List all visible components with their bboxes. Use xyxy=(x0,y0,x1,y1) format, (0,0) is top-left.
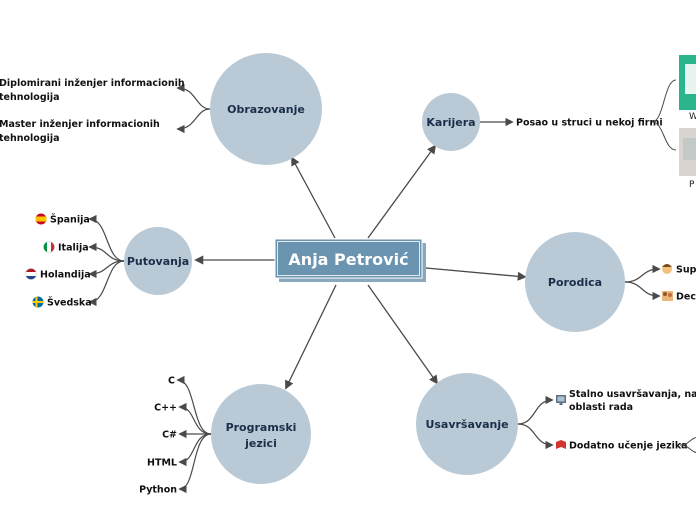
programski-jezici-label-line2: jezici xyxy=(244,437,277,450)
karijera-label: Karijera xyxy=(426,116,475,129)
karijera-sub-label-1: W xyxy=(689,112,696,122)
porodica-bubble[interactable] xyxy=(525,232,625,332)
programski-jezici-item-cpp: C++ xyxy=(154,403,177,414)
obrazovanje-item-2-text-line2: tehnologija xyxy=(0,133,60,144)
sweden-flag-icon xyxy=(32,296,44,308)
usavrsavanje-sub-branches xyxy=(679,437,696,453)
programski-jezici-item-html: HTML xyxy=(147,458,177,469)
karijera-sub-image-2-inner xyxy=(683,138,696,160)
obrazovanje-item-2-text: Master inženjer informacionih xyxy=(0,119,160,130)
karijera-item: Posao u struci u nekoj firmi xyxy=(516,118,663,129)
usavrsavanje-item-2: Dodatno učenje jezika xyxy=(569,441,688,452)
usavrsavanje-bubble[interactable] xyxy=(416,373,518,475)
putovanja-label: Putovanja xyxy=(127,255,189,268)
connector-obrazovanje xyxy=(291,156,336,239)
usavrsavanje-label: Usavršavanje xyxy=(425,418,508,431)
programski-jezici-item-python: Python xyxy=(139,485,177,496)
porodica-branches xyxy=(624,264,661,301)
obrazovanje-label: Obrazovanje xyxy=(227,103,305,116)
obrazovanje-item-1: Diplomirani inženjer informacionih tehno… xyxy=(0,78,188,103)
center-box[interactable] xyxy=(274,238,423,279)
porodica-item-2: Dec xyxy=(676,292,696,303)
obrazovanje-item-1-text-line2: tehnologija xyxy=(0,92,60,103)
obrazovanje-branches xyxy=(176,83,211,134)
programski-jezici-label-line1: Programski xyxy=(226,421,297,434)
karijera-sub-label-2: P xyxy=(689,180,695,190)
connector-programski-jezici xyxy=(285,284,337,390)
porodica-item-1: Sup xyxy=(676,265,696,276)
programski-jezici-branches xyxy=(176,375,212,494)
obrazovanje-branch-1 xyxy=(176,83,211,110)
usavrsavanje-item-1-line1: Stalno usavršavanja, najp xyxy=(569,389,696,400)
usavrsavanje-item-1-line2: oblasti rada xyxy=(569,402,633,413)
italy-flag-icon xyxy=(43,241,55,253)
book-icon xyxy=(556,440,566,449)
putovanja-item-spanija: Španija xyxy=(50,214,90,226)
netherlands-flag-icon xyxy=(25,268,37,280)
putovanja-item-holandija: Holandija xyxy=(40,270,91,281)
putovanja-item-italija: Italija xyxy=(58,243,89,254)
connector-karijera xyxy=(367,144,437,239)
obrazovanje-item-2: Master inženjer informacionih tehnologij… xyxy=(0,119,163,144)
programski-jezici-bubble[interactable] xyxy=(211,384,311,484)
spain-flag-icon xyxy=(35,213,47,225)
obrazovanje-bubble[interactable] xyxy=(210,53,322,165)
center-box-inner-border xyxy=(277,241,420,276)
monitor-icon xyxy=(556,395,566,405)
family-icon xyxy=(662,291,673,301)
karijera-bubble[interactable] xyxy=(422,93,480,151)
programski-jezici-item-c: C xyxy=(168,376,175,387)
putovanja-item-svedska: Švedska xyxy=(47,297,92,309)
porodica-label: Porodica xyxy=(548,276,602,289)
person-icon xyxy=(662,264,672,274)
obrazovanje-branch-2 xyxy=(176,108,211,134)
connector-usavrsavanje xyxy=(367,284,439,385)
programski-jezici-item-csharp: C# xyxy=(162,430,177,441)
putovanja-bubble[interactable] xyxy=(124,227,192,295)
karijera-sub-branches xyxy=(651,79,677,151)
connector-porodica xyxy=(425,267,527,281)
putovanja-branches xyxy=(88,214,125,307)
karijera-sub-image-1-inner xyxy=(685,64,696,94)
center-title: Anja Petrović xyxy=(288,250,408,269)
center-connectors xyxy=(194,144,527,390)
usavrsavanje-branches xyxy=(517,395,554,450)
obrazovanje-item-1-text: Diplomirani inženjer informacionih xyxy=(0,78,185,89)
